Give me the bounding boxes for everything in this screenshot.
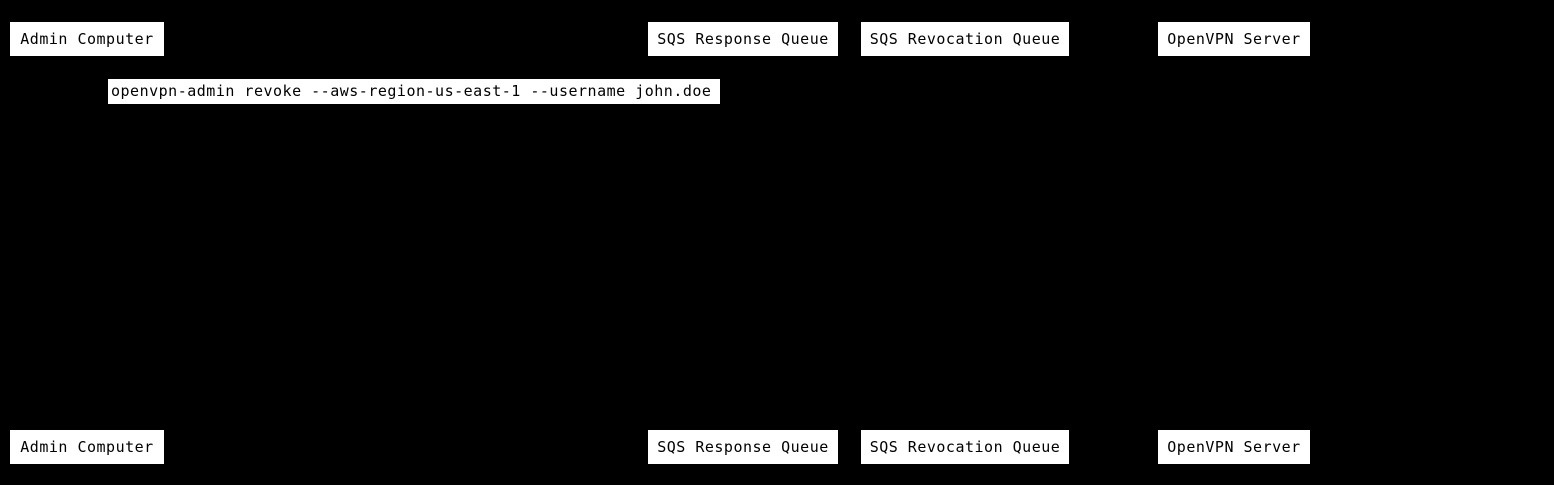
lifeline-3 — [1234, 56, 1235, 430]
lifeline-1 — [743, 56, 744, 430]
message-text: openvpn-admin revoke --aws-region-us-eas… — [111, 82, 712, 100]
lifeline-0 — [87, 56, 88, 430]
participant-label: SQS Response Queue — [657, 437, 829, 456]
participant-bottom-admin-computer[interactable]: Admin Computer — [10, 430, 164, 464]
participant-top-sqs-revocation-queue[interactable]: SQS Revocation Queue — [861, 22, 1069, 56]
participant-label: SQS Response Queue — [657, 29, 829, 48]
participant-label: SQS Revocation Queue — [869, 437, 1061, 456]
participant-label: SQS Revocation Queue — [869, 29, 1061, 48]
participant-top-admin-computer[interactable]: Admin Computer — [10, 22, 164, 56]
lifeline-2 — [965, 56, 966, 430]
participant-label: Admin Computer — [20, 29, 154, 48]
participant-bottom-sqs-revocation-queue[interactable]: SQS Revocation Queue — [861, 430, 1069, 464]
participant-label: OpenVPN Server — [1167, 437, 1301, 456]
participant-bottom-sqs-response-queue[interactable]: SQS Response Queue — [648, 430, 838, 464]
participant-label: Admin Computer — [20, 437, 154, 456]
participant-top-openvpn-server[interactable]: OpenVPN Server — [1158, 22, 1310, 56]
message-label-0: openvpn-admin revoke --aws-region-us-eas… — [108, 79, 720, 104]
participant-label: OpenVPN Server — [1167, 29, 1301, 48]
participant-top-sqs-response-queue[interactable]: SQS Response Queue — [648, 22, 838, 56]
participant-bottom-openvpn-server[interactable]: OpenVPN Server — [1158, 430, 1310, 464]
